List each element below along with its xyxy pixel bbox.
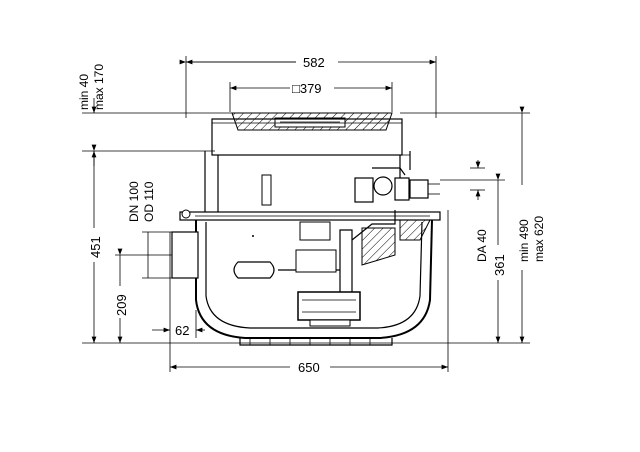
max620-label: max 620 (532, 216, 546, 262)
dim-379-label: □379 (292, 81, 322, 96)
dim-650-label: 650 (298, 360, 320, 375)
dim-379: □379 (229, 81, 393, 112)
dim-62: 62 (152, 232, 205, 372)
dim-209: 209 (114, 248, 174, 343)
float (233, 261, 275, 279)
dim-361-label: 361 (492, 254, 507, 276)
min40-label: min 40 (77, 74, 91, 110)
dim-361: 361 (440, 173, 507, 343)
dim-min40-max170: min 40 max 170 (77, 64, 232, 166)
min490-label: min 490 (517, 219, 531, 262)
dim-451-label: 451 (88, 236, 103, 258)
inlet-pipe (171, 231, 199, 279)
da40-label: DA 40 (475, 229, 489, 262)
dim-451: 451 (82, 144, 440, 344)
tank-body (171, 112, 441, 346)
dn100-label: DN 100 (127, 181, 141, 222)
check-valve (354, 177, 374, 203)
dim-62-label: 62 (175, 323, 189, 338)
bowl-outer (195, 219, 433, 339)
pump (297, 291, 361, 321)
dim-650: 650 (170, 210, 449, 375)
dim-582-label: 582 (303, 55, 325, 70)
dim-min490-max620: min 490 max 620 (400, 106, 546, 344)
dim-da40: DA 40 (470, 160, 489, 262)
max170-label: max 170 (92, 64, 106, 110)
bowl-inner (205, 221, 423, 329)
dim-209-label: 209 (114, 294, 129, 316)
dim-582: 582 (179, 55, 437, 118)
dim-dn100: DN 100 OD 110 (127, 181, 180, 279)
cover-handle (274, 117, 346, 128)
od110-label: OD 110 (142, 181, 156, 222)
